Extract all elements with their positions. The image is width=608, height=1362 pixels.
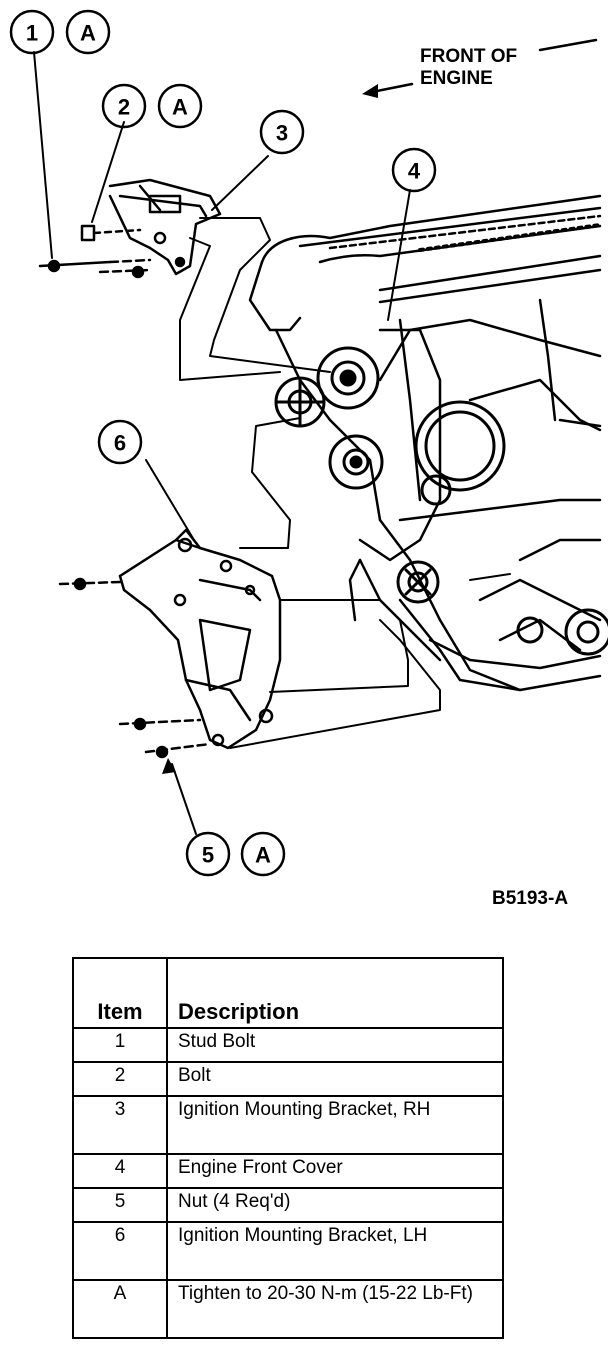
crank-pulley — [274, 376, 326, 428]
callout-5-number: 5 — [202, 843, 214, 868]
cam-sprocket — [414, 400, 506, 506]
table-row: 1 Stud Bolt — [72, 1027, 504, 1063]
table-row: 3 Ignition Mounting Bracket, RH — [72, 1095, 504, 1155]
callout-6-number: 6 — [114, 431, 126, 456]
leader-lines — [33, 51, 411, 835]
engine-bracket-diagram: 1 A 2 A 3 4 5 A 6 FRONT OF ENGINE — [9, 9, 608, 877]
row-description: Nut (4 Req'd) — [166, 1187, 504, 1223]
parts-legend-table: Item Description 1 Stud Bolt 2 Bolt 3 Ig… — [72, 957, 504, 1339]
row-item: 2 — [72, 1061, 168, 1097]
row-description: Ignition Mounting Bracket, RH — [166, 1095, 504, 1155]
row-item: A — [72, 1279, 168, 1339]
front-cover-outline — [358, 318, 442, 562]
callout-circles — [9, 9, 437, 877]
row-description: Bolt — [166, 1061, 504, 1097]
callout-4-number: 4 — [408, 159, 421, 184]
water-pump-pulley — [396, 560, 440, 604]
right-side-pulley — [516, 608, 608, 656]
row-item: 3 — [72, 1095, 168, 1155]
header-description: Description — [166, 957, 504, 1029]
stud-bolt-1 — [38, 258, 152, 273]
table-row: 5 Nut (4 Req'd) — [72, 1187, 504, 1223]
table-row: 2 Bolt — [72, 1061, 504, 1097]
rh-ignition-bracket — [108, 178, 222, 276]
nut-lh-bottom — [144, 742, 212, 759]
callout-1-letter: A — [80, 21, 96, 46]
row-description: Tighten to 20-30 N-m (15-22 Lb-Ft) — [166, 1279, 504, 1339]
row-item: 6 — [72, 1221, 168, 1281]
callout-2-number: 2 — [118, 95, 130, 120]
table-row: A Tighten to 20-30 N-m (15-22 Lb-Ft) — [72, 1279, 504, 1339]
row-item: 4 — [72, 1153, 168, 1189]
table-header-row: Item Description — [72, 957, 504, 1029]
nut-lh-left — [58, 577, 122, 591]
nut-lh-mid — [118, 717, 202, 731]
row-description: Stud Bolt — [166, 1027, 504, 1063]
callout-1-number: 1 — [26, 21, 38, 46]
bolt-2 — [80, 224, 142, 242]
callout-5-letter: A — [255, 843, 271, 868]
nut-rh-lower — [98, 265, 152, 279]
tensioner-pulley — [328, 434, 384, 490]
front-of-engine-label-line2: ENGINE — [420, 68, 493, 89]
row-item: 1 — [72, 1027, 168, 1063]
lh-ignition-bracket — [118, 528, 282, 750]
mounting-guide-lines — [179, 217, 511, 749]
upper-idler-pulley — [316, 346, 380, 410]
table-row: 6 Ignition Mounting Bracket, LH — [72, 1221, 504, 1281]
callout-2-letter: A — [172, 95, 188, 120]
row-item: 5 — [72, 1187, 168, 1223]
figure-id: B5193-A — [492, 888, 569, 909]
header-item: Item — [72, 957, 168, 1029]
front-of-engine-arrow — [362, 38, 598, 98]
table-row: 4 Engine Front Cover — [72, 1153, 504, 1189]
row-description: Ignition Mounting Bracket, LH — [166, 1221, 504, 1281]
row-description: Engine Front Cover — [166, 1153, 504, 1189]
callout-3-number: 3 — [276, 121, 288, 146]
front-of-engine-label-line1: FRONT OF — [420, 46, 517, 67]
